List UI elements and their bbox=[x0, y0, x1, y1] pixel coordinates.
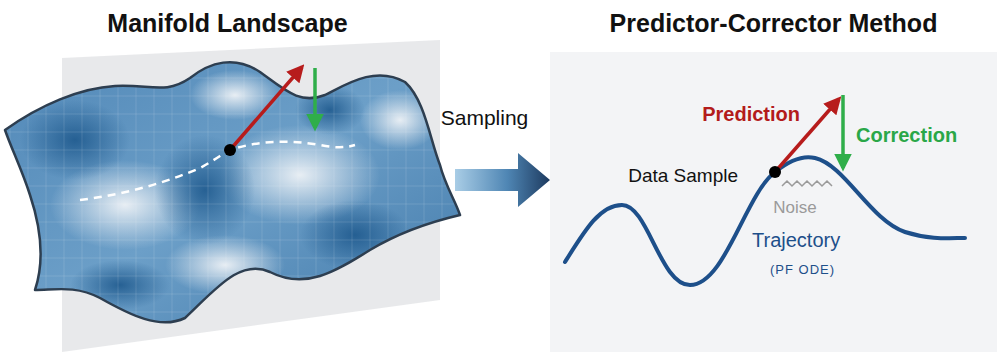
noise-zigzag bbox=[782, 181, 832, 186]
sampling-arrow bbox=[455, 153, 550, 207]
sample-dot bbox=[224, 144, 236, 156]
manifold-surface bbox=[0, 40, 470, 340]
method-panel: Predictor-Corrector Method bbox=[550, 8, 997, 352]
correction-arrow bbox=[841, 95, 845, 168]
sample-dot bbox=[769, 166, 781, 178]
correction-label: Correction bbox=[856, 123, 986, 147]
surface-outline bbox=[5, 62, 460, 322]
prediction-arrow bbox=[230, 67, 302, 150]
dashed-path bbox=[80, 142, 355, 200]
correction-arrow bbox=[313, 68, 317, 128]
trajectory-label: Trajectory bbox=[752, 228, 862, 252]
prediction-label: Prediction bbox=[660, 102, 800, 126]
panel-heading: Predictor-Corrector Method bbox=[550, 8, 997, 38]
trajectory-curve bbox=[565, 157, 965, 285]
edge-label: Sampling bbox=[441, 105, 529, 130]
panel-ground bbox=[550, 52, 997, 352]
ode-label: (PF ODE) bbox=[770, 262, 860, 278]
manifold-panel: Manifold Landscape bbox=[0, 8, 455, 352]
noise-label: Noise bbox=[760, 198, 830, 218]
panel-heading: Manifold Landscape bbox=[0, 8, 455, 38]
sample-label: Data Sample bbox=[598, 165, 738, 188]
